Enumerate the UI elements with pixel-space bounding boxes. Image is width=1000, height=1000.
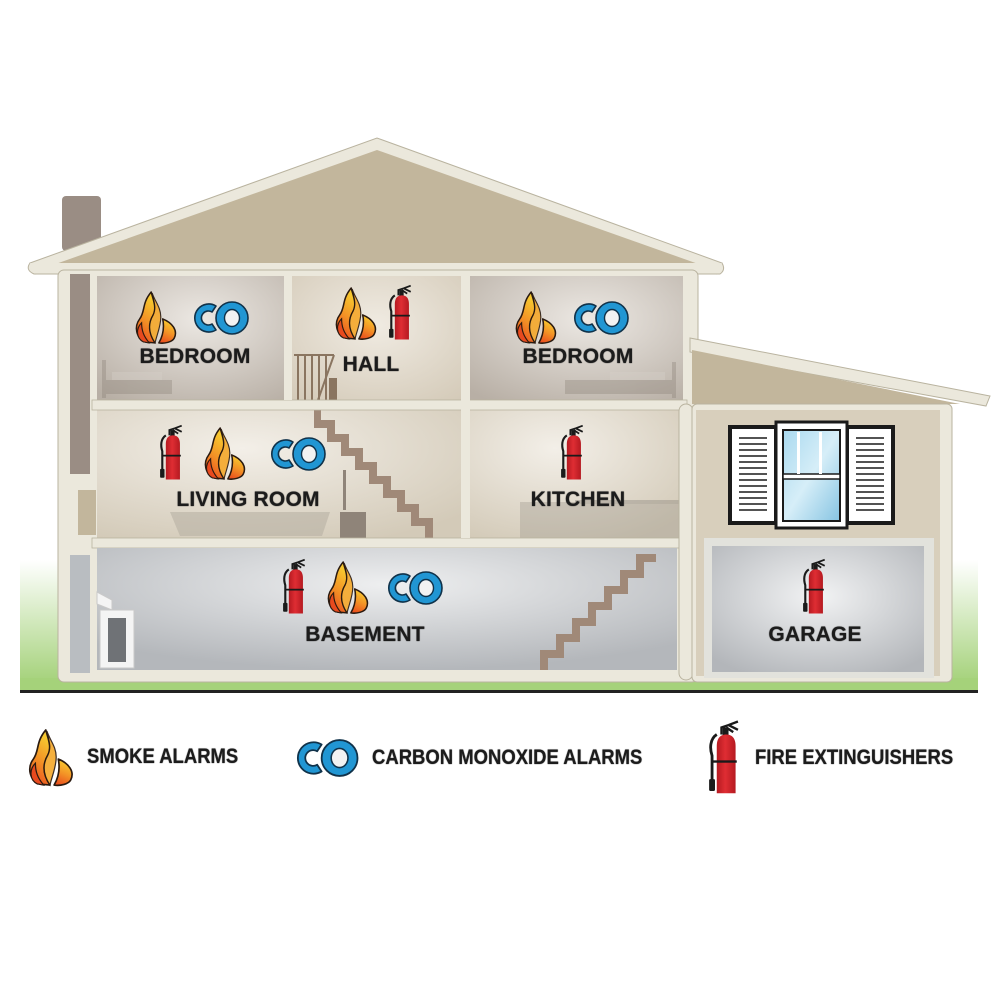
interior-staircase (314, 406, 433, 538)
room-bedroom-left (97, 276, 284, 400)
hall-devices (332, 284, 416, 342)
legend-item-fire-extinguishers: FIRE EXTINGUISHERS (705, 719, 980, 797)
co-alarm-icon (288, 735, 362, 781)
smoke-alarm-icon (25, 727, 77, 787)
room-basement (97, 548, 677, 670)
living-room-devices (157, 424, 329, 482)
co-alarm-icon (263, 434, 329, 474)
co-alarm-icon (380, 568, 446, 608)
room-label-basement: BASEMENT (305, 623, 425, 646)
bedroom-left-devices (132, 290, 252, 344)
smoke-alarm-icon (324, 560, 372, 614)
fire-extinguisher-icon (157, 424, 187, 482)
legend-item-smoke-alarms: SMOKE ALARMS (25, 727, 259, 787)
room-label-bedroom-right: BEDROOM (522, 345, 634, 368)
co-alarm-icon (186, 298, 252, 338)
legend-item-co-alarms: CARBON MONOXIDE ALARMS (288, 735, 679, 781)
room-hall (292, 276, 461, 400)
legend-label: SMOKE ALARMS (87, 745, 239, 768)
room-bedroom-right (470, 276, 683, 400)
kitchen-devices (558, 424, 588, 482)
room-label-kitchen: KITCHEN (530, 488, 626, 511)
fire-extinguisher-icon (705, 719, 745, 797)
house-illustration (20, 137, 991, 693)
fire-extinguisher-icon (280, 558, 310, 616)
co-alarm-icon (566, 298, 632, 338)
legend: SMOKE ALARMS CARBON MONOXIDE ALARMS FIRE… (0, 715, 1000, 805)
room-label-living-room: LIVING ROOM (176, 488, 320, 511)
legend-label: CARBON MONOXIDE ALARMS (372, 746, 643, 769)
bedroom-right-devices (512, 290, 632, 344)
legend-label: FIRE EXTINGUISHERS (755, 746, 954, 769)
fire-extinguisher-icon (558, 424, 588, 482)
smoke-alarm-icon (132, 290, 180, 344)
smoke-alarm-icon (512, 290, 560, 344)
garage-window (728, 420, 895, 530)
room-label-hall: HALL (342, 353, 400, 376)
garage-roof (689, 337, 991, 407)
garage-devices (800, 558, 830, 616)
room-label-bedroom-left: BEDROOM (139, 345, 251, 368)
room-label-garage: GARAGE (768, 623, 862, 646)
fire-extinguisher-icon (800, 558, 830, 616)
chimney (62, 196, 101, 251)
fire-extinguisher-icon (386, 284, 416, 342)
basement-devices (280, 558, 446, 616)
smoke-alarm-icon (201, 426, 249, 480)
furnace (96, 591, 135, 669)
smoke-alarm-icon (332, 286, 380, 340)
ground-line (20, 690, 978, 693)
